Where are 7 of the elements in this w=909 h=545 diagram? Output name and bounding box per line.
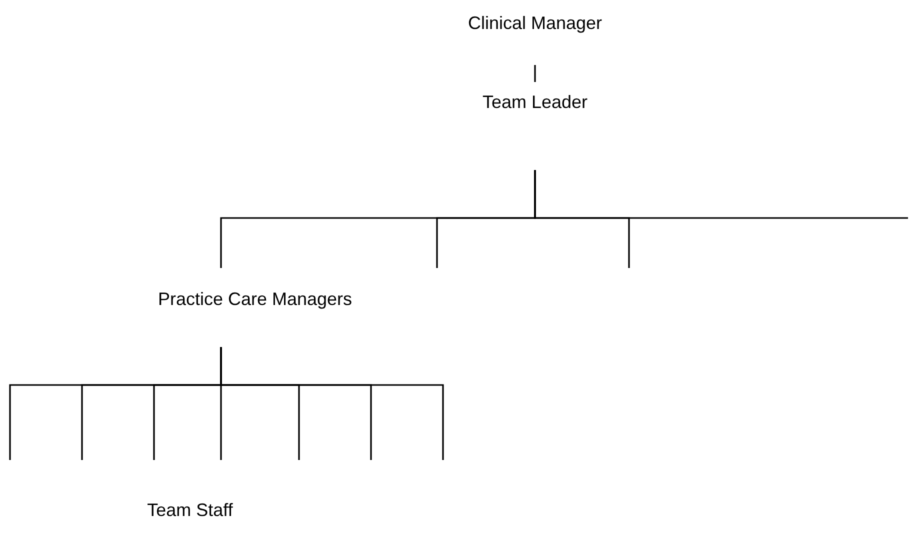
connector-line [534,170,908,219]
role-label: Practice Care Managers [80,268,430,347]
role-label: Clinical Manager [420,5,650,65]
connector-line [220,347,444,460]
role-label: Team Leader [465,82,605,170]
connector-line [534,65,536,82]
role-label: Team Staff [146,500,234,521]
